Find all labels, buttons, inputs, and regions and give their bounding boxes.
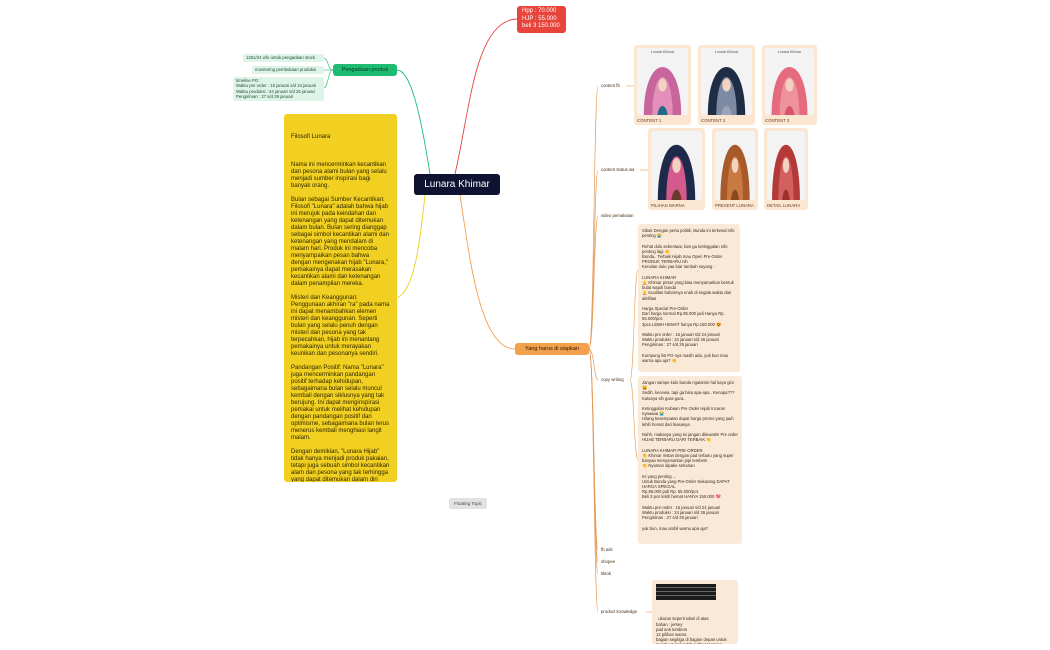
production-item-stock[interactable]: 1251/24 wfo untuk pengadaan stock (243, 54, 324, 62)
hijab-photo-icon: Lunara Khimar (765, 48, 814, 115)
preparation-topic[interactable]: Yang harus di siapkan (515, 343, 589, 355)
content-status-wa-card-1[interactable]: PILIHAN WARNA (648, 128, 705, 210)
fb-ads-label[interactable]: fb ads (601, 547, 613, 552)
content-status-wa-label[interactable]: content status wa (601, 167, 635, 172)
content-fb-label[interactable]: content fb (601, 83, 620, 88)
hijab-photo-icon (651, 131, 702, 200)
floating-topic[interactable]: Floating Topic (449, 498, 487, 509)
card-caption: CONTENT 2 (701, 118, 726, 123)
size-table-image (656, 584, 716, 600)
pricing-topic[interactable]: Hpp : 70.000 HJP : 55.000 beli 3 150.000 (517, 6, 566, 33)
shopee-label[interactable]: shopee (601, 559, 616, 564)
content-status-wa-card-3[interactable]: DETAIL LUNARA (764, 128, 808, 210)
copy-writing-note-2[interactable]: Jangan sampe kalo bunda ngalamin hal kay… (638, 376, 742, 544)
production-item-timeline[interactable]: timeline PO : Waktu pre order : 15 janua… (233, 77, 324, 101)
tiktok-label[interactable]: tiktok (601, 571, 612, 576)
product-knowledge-text: ukuran seperti tabel di atas bahan : jer… (656, 616, 727, 644)
pricing-line-hpp: Hpp : 70.000 (522, 8, 557, 14)
hijab-photo-icon (767, 131, 805, 200)
card-caption: CONTENT 1 (637, 118, 662, 123)
philosophy-note[interactable]: Filosofi Lunara Nama ini mencerminkan ke… (284, 114, 397, 482)
production-item-monitoring[interactable]: monitoring pembukaan produksi (252, 66, 324, 74)
video-pemakaian-label[interactable]: video pemakaian (601, 213, 634, 218)
card-header-text: Lunara Khimar (777, 50, 802, 54)
hijab-photo-icon: Lunara Khimar (637, 48, 688, 115)
card-caption: DETAIL LUNARA (767, 203, 801, 208)
card-header-text: Lunara Khimar (650, 50, 675, 54)
product-knowledge-label[interactable]: product knowledge (601, 609, 638, 614)
philosophy-title: Filosofi Lunara (291, 134, 331, 140)
product-knowledge-note[interactable]: ukuran seperti tabel di atas bahan : jer… (652, 580, 738, 644)
card-header-text: Lunara Khimar (714, 50, 739, 54)
card-caption: PILIHAN WARNA (651, 203, 685, 208)
copy-writing-note-1[interactable]: Sibuk Dengan perta politik, Bunda ini te… (638, 224, 740, 372)
pricing-line-bundle: beli 3 150.000 (522, 23, 560, 29)
copy-writing-label[interactable]: copy writing (601, 377, 624, 382)
card-caption: PRESENT LUNARA (715, 203, 754, 208)
content-status-wa-card-2[interactable]: PRESENT LUNARA (712, 128, 758, 210)
hijab-photo-icon: Lunara Khimar (701, 48, 752, 115)
central-topic[interactable]: Lunara Khimar (414, 174, 500, 195)
hijab-photo-icon (715, 131, 755, 200)
philosophy-body: Nama ini mencerminkan kecantikan dan pes… (291, 162, 390, 482)
pricing-line-hjp: HJP : 55.000 (522, 15, 557, 22)
card-caption: CONTENT 3 (765, 118, 790, 123)
production-topic[interactable]: Pengadaan produk (333, 64, 397, 76)
